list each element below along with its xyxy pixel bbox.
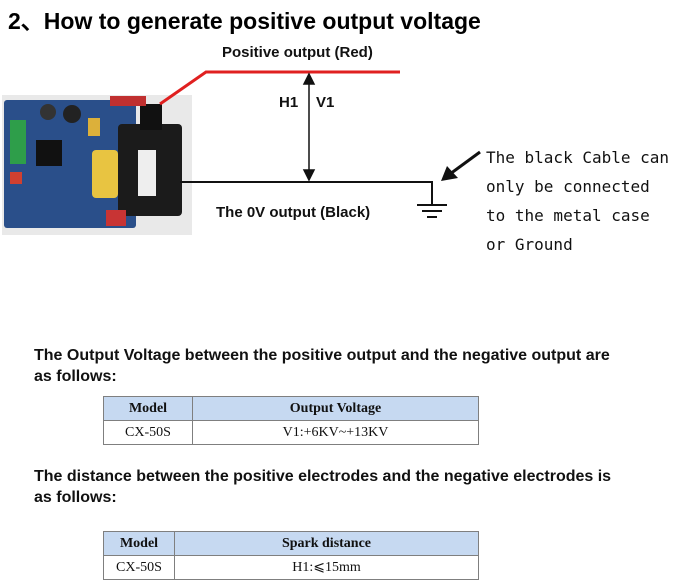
table-header-row: Model Spark distance bbox=[103, 531, 479, 556]
ground-note: The black Cable can only be connected to… bbox=[486, 143, 669, 259]
h1-label: H1 bbox=[279, 94, 299, 111]
circuit-board-image bbox=[2, 95, 192, 235]
distance-arrow bbox=[302, 72, 316, 182]
table-row: CX-50S H1:⩽15mm bbox=[103, 555, 479, 580]
spark-distance-description: The distance between the positive electr… bbox=[34, 468, 612, 506]
ground-note-line: The black Cable can bbox=[486, 148, 670, 167]
ground-icon bbox=[417, 204, 447, 218]
output-voltage-description: The Output Voltage between the positive … bbox=[34, 347, 610, 385]
positive-wire bbox=[159, 70, 400, 106]
table-cell: V1:+6KV~+13KV bbox=[192, 420, 479, 445]
v1-label: V1 bbox=[316, 94, 335, 111]
column-header: Model bbox=[103, 396, 193, 421]
positive-output-label: Positive output (Red) bbox=[222, 44, 373, 61]
table-row: CX-50S V1:+6KV~+13KV bbox=[103, 420, 479, 445]
table-cell: CX-50S bbox=[103, 420, 193, 445]
zero-volt-wire bbox=[180, 181, 433, 204]
column-header: Model bbox=[103, 531, 175, 556]
table-header-row: Model Output Voltage bbox=[103, 396, 479, 421]
spark-distance-table: Model Spark distance CX-50S H1:⩽15mm bbox=[103, 531, 479, 580]
output-voltage-table: Model Output Voltage CX-50S V1:+6KV~+13K… bbox=[103, 396, 479, 445]
connection-diagram bbox=[2, 70, 481, 235]
page-title: 2、How to generate positive output voltag… bbox=[8, 8, 481, 34]
ground-note-line: or Ground bbox=[486, 235, 573, 254]
pointer-arrow-icon bbox=[441, 150, 481, 181]
column-header: Output Voltage bbox=[192, 396, 479, 421]
zero-output-label: The 0V output (Black) bbox=[216, 204, 371, 221]
column-header: Spark distance bbox=[174, 531, 479, 556]
table-cell: CX-50S bbox=[103, 555, 175, 580]
ground-note-line: to the metal case bbox=[486, 206, 650, 225]
table-cell: H1:⩽15mm bbox=[174, 555, 479, 580]
ground-note-line: only be connected bbox=[486, 177, 650, 196]
